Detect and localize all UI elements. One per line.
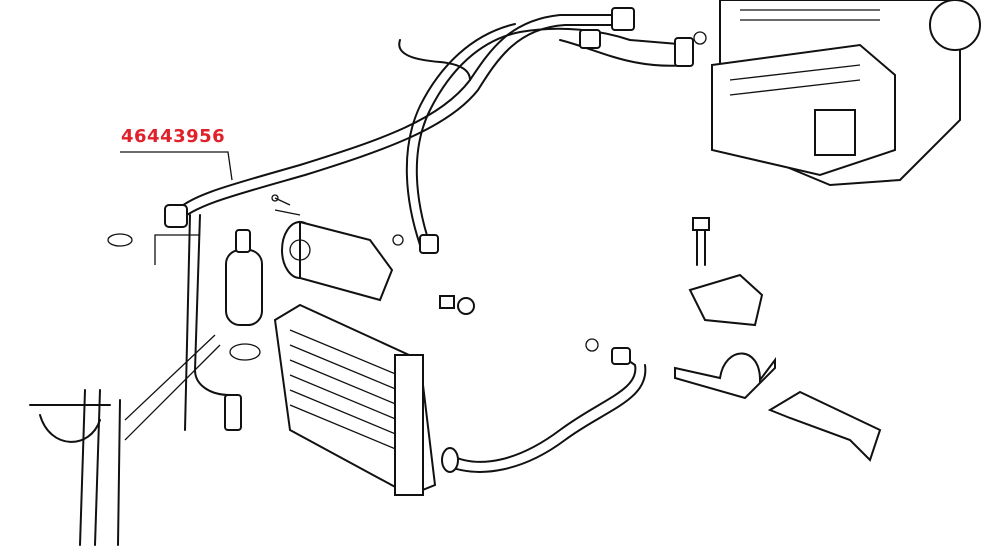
callout-leader-line [120, 151, 233, 181]
hose-fittings [164, 7, 707, 254]
evaporator-housing[interactable] [711, 0, 981, 187]
condenser[interactable] [273, 303, 437, 497]
liquid-line-hose[interactable] [441, 338, 647, 473]
bolt-and-support-parts [439, 217, 882, 462]
suction-hose[interactable] [398, 23, 691, 246]
mounting-bracket-left [29, 214, 242, 546]
compressor[interactable] [271, 194, 394, 302]
receiver-drier[interactable] [107, 229, 263, 361]
high-pressure-hose[interactable] [174, 14, 621, 223]
part-number-callout[interactable]: 46443956 [121, 126, 226, 147]
